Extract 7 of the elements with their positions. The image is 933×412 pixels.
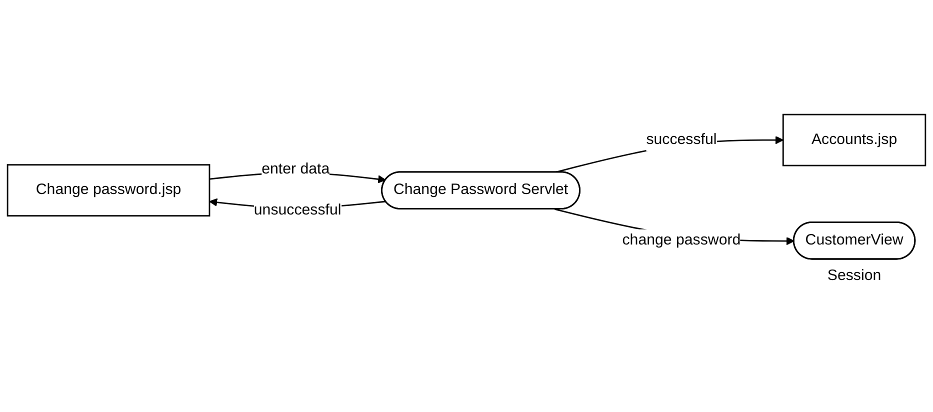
node-box: Change password.jsp [6,164,210,217]
edge-label: unsuccessful [254,202,342,219]
edge-label: change password [622,232,741,248]
edge-label: enter data [262,161,330,178]
edge-label: successful [646,132,717,148]
node-caption: Session [827,267,882,284]
node-box: Accounts.jsp [782,114,926,167]
